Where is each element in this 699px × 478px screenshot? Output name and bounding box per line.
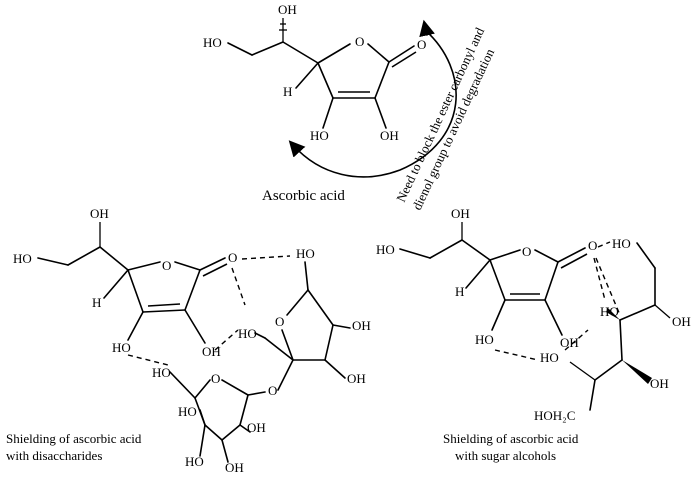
atom-ho: HO: [13, 251, 32, 266]
atom-o: O: [268, 383, 277, 398]
atom-o: O: [162, 258, 171, 273]
atom-h: H: [455, 284, 464, 299]
caption-disaccharide-line-2: with disaccharides: [6, 448, 102, 463]
sugar-alcohol-complex: OH HO O O H HO OH HO HO OH HO OH HOH₂C: [376, 206, 691, 423]
atom-oh: OH: [247, 420, 266, 435]
curved-arrow: [288, 29, 457, 178]
atom-o: O: [228, 250, 237, 265]
ascorbic-acid-structure: OH HO O O H HO OH: [203, 2, 426, 143]
atom-oh: OH: [225, 460, 244, 475]
atom-ho: HO: [310, 128, 329, 143]
atom-hoh2c: HOH₂C: [534, 408, 575, 423]
atom-o: O: [522, 244, 531, 259]
atom-oh: OH: [352, 318, 371, 333]
atom-oh: OH: [347, 371, 366, 386]
caption-disaccharide-line-1: Shielding of ascorbic acid: [6, 431, 142, 446]
atom-ho: HO: [238, 326, 257, 341]
atom-ring-o: O: [355, 34, 364, 49]
atom-oh: OH: [278, 2, 297, 17]
atom-oh: OH: [380, 128, 399, 143]
atom-oh: OH: [202, 344, 221, 359]
atom-oh: OH: [650, 376, 669, 391]
note-line-1: Need to block the ester carbonyl and: [393, 25, 487, 205]
atom-o: O: [275, 314, 284, 329]
atom-carbonyl-o: O: [417, 37, 426, 52]
atom-oh: OH: [451, 206, 470, 221]
atom-ho: HO: [185, 454, 204, 469]
atom-ho: HO: [376, 242, 395, 257]
disaccharide-complex: OH HO O O H HO OH HO O OH OH HO O: [13, 206, 371, 475]
atom-o: O: [211, 371, 220, 386]
atom-ho: HO: [475, 332, 494, 347]
atom-oh: OH: [672, 314, 691, 329]
caption-ascorbic-acid: Ascorbic acid: [262, 188, 345, 204]
atom-ho: HO: [296, 246, 315, 261]
atom-oh: OH: [560, 335, 579, 350]
atom-ho: HO: [178, 404, 197, 419]
atom-ho: HO: [203, 35, 222, 50]
atom-h: H: [92, 295, 101, 310]
caption-alcohol-line-2: with sugar alcohols: [455, 448, 556, 463]
atom-oh: OH: [90, 206, 109, 221]
atom-ho: HO: [112, 340, 131, 355]
atom-ho: HO: [540, 350, 559, 365]
caption-alcohol-line-1: Shielding of ascorbic acid: [443, 431, 579, 446]
atom-ho: HO: [612, 236, 631, 251]
atom-ho: HO: [152, 365, 171, 380]
atom-h: H: [283, 84, 292, 99]
atom-o: O: [588, 238, 597, 253]
